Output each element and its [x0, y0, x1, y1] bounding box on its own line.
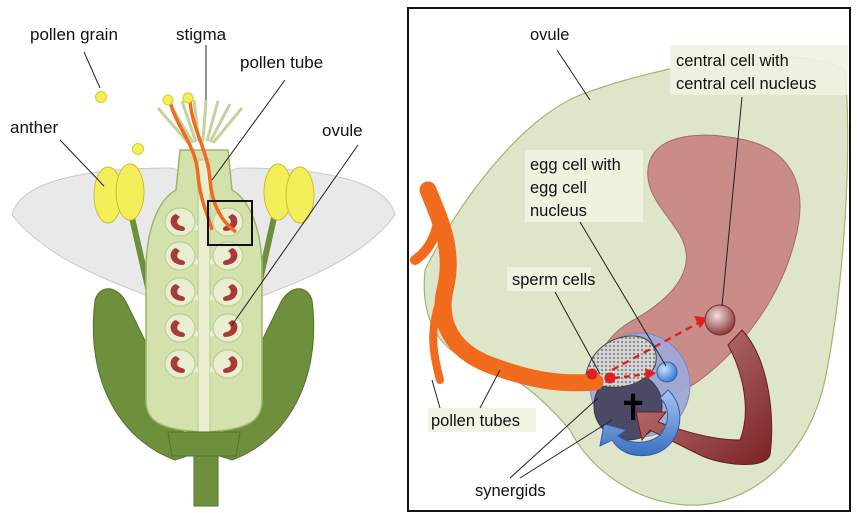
flower-diagram: pollen grain stigma pollen tube anther o…: [10, 25, 395, 506]
sperm-cell-1: [587, 369, 598, 380]
label-egg-cell-line2: egg cell: [530, 179, 587, 197]
label-egg-cell-line3: nucleus: [530, 202, 587, 220]
leader-pollen-grain: [84, 52, 100, 88]
central-cell-nucleus: [705, 305, 735, 335]
label-sperm-cells: sperm cells: [512, 271, 595, 289]
stem: [194, 456, 218, 506]
pollen-grain-4: [133, 144, 144, 155]
label-stigma: stigma: [176, 25, 227, 44]
anther-left-b: [116, 164, 144, 220]
label-pollen-tubes: pollen tubes: [431, 412, 520, 430]
label-central-cell-line2: central cell nucleus: [676, 75, 816, 93]
ovule-zoom-panel: ✝ ovule central cell with central cell n…: [408, 8, 850, 511]
sperm-cell-2: [605, 373, 616, 384]
pollen-grain-3: [183, 93, 193, 103]
pollen-grain-1: [96, 92, 107, 103]
egg-cell-nucleus: [657, 362, 677, 382]
label-central-cell-line1: central cell with: [676, 52, 789, 70]
label-ovule: ovule: [322, 121, 363, 140]
pollen-grain-2: [163, 95, 173, 105]
receptacle: [168, 432, 240, 456]
label-egg-cell-line1: egg cell with: [530, 156, 621, 174]
label-ovule-right: ovule: [530, 26, 569, 44]
label-pollen-tube: pollen tube: [240, 53, 323, 72]
label-anther: anther: [10, 118, 59, 137]
label-synergids: synergids: [475, 482, 546, 500]
label-pollen-grain: pollen grain: [30, 25, 118, 44]
